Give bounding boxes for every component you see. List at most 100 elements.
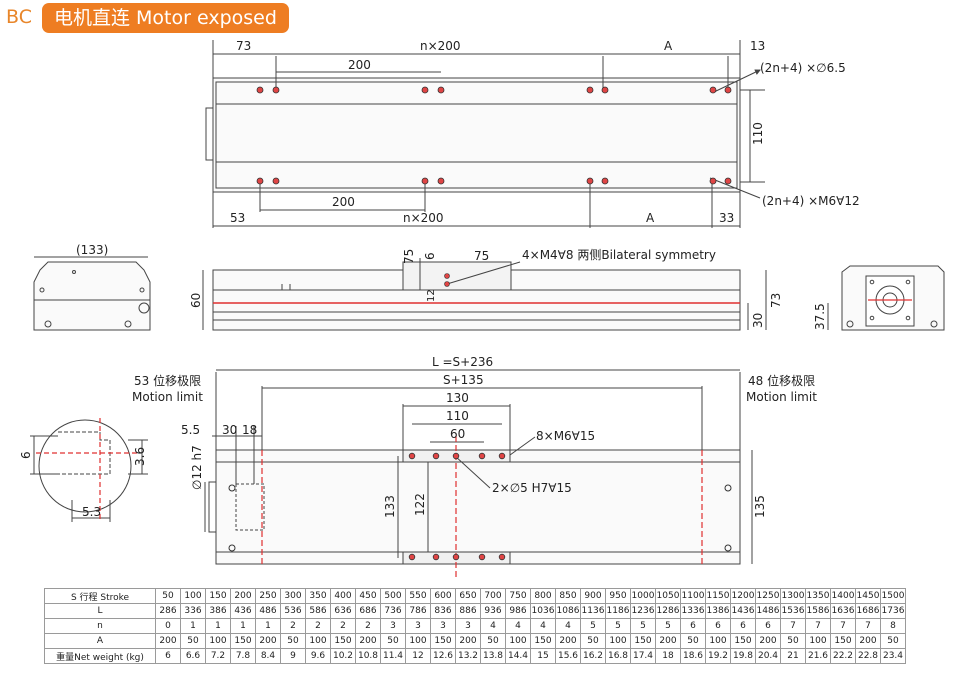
dim-133-plan: 133 [383, 495, 397, 518]
table-cell: 7 [780, 618, 806, 634]
table-cell: 1586 [805, 603, 831, 619]
table-cell: 986 [505, 603, 531, 619]
table-cell: 8.4 [255, 648, 281, 664]
dim-53: 53 [230, 211, 245, 225]
table-cell: 15 [530, 648, 556, 664]
table-cell: 2 [280, 618, 306, 634]
limit-left-en: Motion limit [132, 390, 203, 404]
dim-13: 13 [750, 39, 765, 53]
table-cell: 200 [655, 633, 681, 649]
dim-6-side: 6 [423, 252, 437, 260]
table-cell: 1336 [680, 603, 706, 619]
table-cell: 286 [155, 603, 181, 619]
dim-37-5: 37.5 [813, 303, 827, 330]
dim-l-total: L =S+236 [432, 355, 493, 369]
table-cell: 50 [680, 633, 706, 649]
table-cell: 100 [180, 588, 206, 604]
table-cell: 10.2 [330, 648, 356, 664]
limit-right-en: Motion limit [746, 390, 817, 404]
table-cell: 50 [480, 633, 506, 649]
row-header: S 行程 Stroke [44, 588, 156, 604]
table-cell: 1200 [730, 588, 756, 604]
table-cell: 586 [305, 603, 331, 619]
table-cell: 750 [505, 588, 531, 604]
table-cell: 1486 [755, 603, 781, 619]
table-cell: 1 [205, 618, 231, 634]
row-header: n [44, 618, 156, 634]
table-cell: 100 [505, 633, 531, 649]
table-cell: 23.4 [880, 648, 906, 664]
table-cell: 6 [155, 648, 181, 664]
table-cell: 5 [580, 618, 606, 634]
table-cell: 436 [230, 603, 256, 619]
table-cell: 350 [305, 588, 331, 604]
table-cell: 100 [605, 633, 631, 649]
dim-3-6: 3.6 [133, 447, 147, 466]
table-cell: 4 [480, 618, 506, 634]
technical-drawing: 73 n×200 A 13 200 (2n+4) ×∅6.5 110 200 5… [19, 39, 945, 580]
table-cell: 15.6 [555, 648, 581, 664]
dim-5-3: 5.3 [82, 505, 101, 519]
plan-view-holes [408, 452, 506, 561]
table-cell: 4 [505, 618, 531, 634]
table-cell: 10.8 [355, 648, 381, 664]
table-cell: 100 [305, 633, 331, 649]
dim-60-plan: 60 [450, 427, 465, 441]
table-cell: 18 [655, 648, 681, 664]
dim-30-side: 30 [751, 313, 765, 328]
table-cell: 50 [380, 633, 406, 649]
table-cell: 8 [880, 618, 906, 634]
table-cell: 3 [380, 618, 406, 634]
table-cell: 1086 [555, 603, 581, 619]
table-cell: 1136 [580, 603, 606, 619]
table-cell: 200 [355, 633, 381, 649]
table-cell: 1736 [880, 603, 906, 619]
dim-133-left: (133) [76, 243, 108, 257]
table-cell: 150 [330, 633, 356, 649]
table-cell: 1350 [805, 588, 831, 604]
table-cell: 1386 [705, 603, 731, 619]
table-cell: 1536 [780, 603, 806, 619]
right-end-view [827, 265, 945, 331]
top-view-holes [256, 86, 732, 185]
table-cell: 850 [555, 588, 581, 604]
table-cell: 1150 [705, 588, 731, 604]
dim-73-side: 73 [769, 293, 783, 308]
side-note-m4: 4×M4∀8 两侧Bilateral symmetry [522, 248, 716, 262]
table-cell: 1250 [755, 588, 781, 604]
limit-right-cn: 48 位移极限 [748, 373, 815, 388]
table-cell: 536 [280, 603, 306, 619]
table-cell: 1036 [530, 603, 556, 619]
table-cell: 1500 [880, 588, 906, 604]
row-header: L [44, 603, 156, 619]
table-cell: 22.2 [830, 648, 856, 664]
dim-shaft-12h7: ∅12 h7 [190, 445, 204, 490]
table-cell: 1 [255, 618, 281, 634]
table-cell: 1286 [655, 603, 681, 619]
table-cell: 936 [480, 603, 506, 619]
table-cell: 200 [555, 633, 581, 649]
table-cell: 700 [480, 588, 506, 604]
table-cell: 3 [405, 618, 431, 634]
table-cell: 7 [855, 618, 881, 634]
table-cell: 100 [205, 633, 231, 649]
table-cell: 200 [255, 633, 281, 649]
table-cell: 13.8 [480, 648, 506, 664]
table-cell: 7 [830, 618, 856, 634]
table-cell: 50 [155, 588, 181, 604]
table-cell: 1436 [730, 603, 756, 619]
table-cell: 9 [280, 648, 306, 664]
table-cell: 836 [430, 603, 456, 619]
dim-5-5: 5.5 [181, 423, 200, 437]
table-cell: 386 [205, 603, 231, 619]
table-cell: 50 [780, 633, 806, 649]
dim-122: 122 [413, 493, 427, 516]
table-cell: 19.8 [730, 648, 756, 664]
header-title: 电机直连 Motor exposed [42, 3, 289, 33]
table-cell: 13.2 [455, 648, 481, 664]
table-cell: 6.6 [180, 648, 206, 664]
table-cell: 3 [430, 618, 456, 634]
table-cell: 150 [830, 633, 856, 649]
